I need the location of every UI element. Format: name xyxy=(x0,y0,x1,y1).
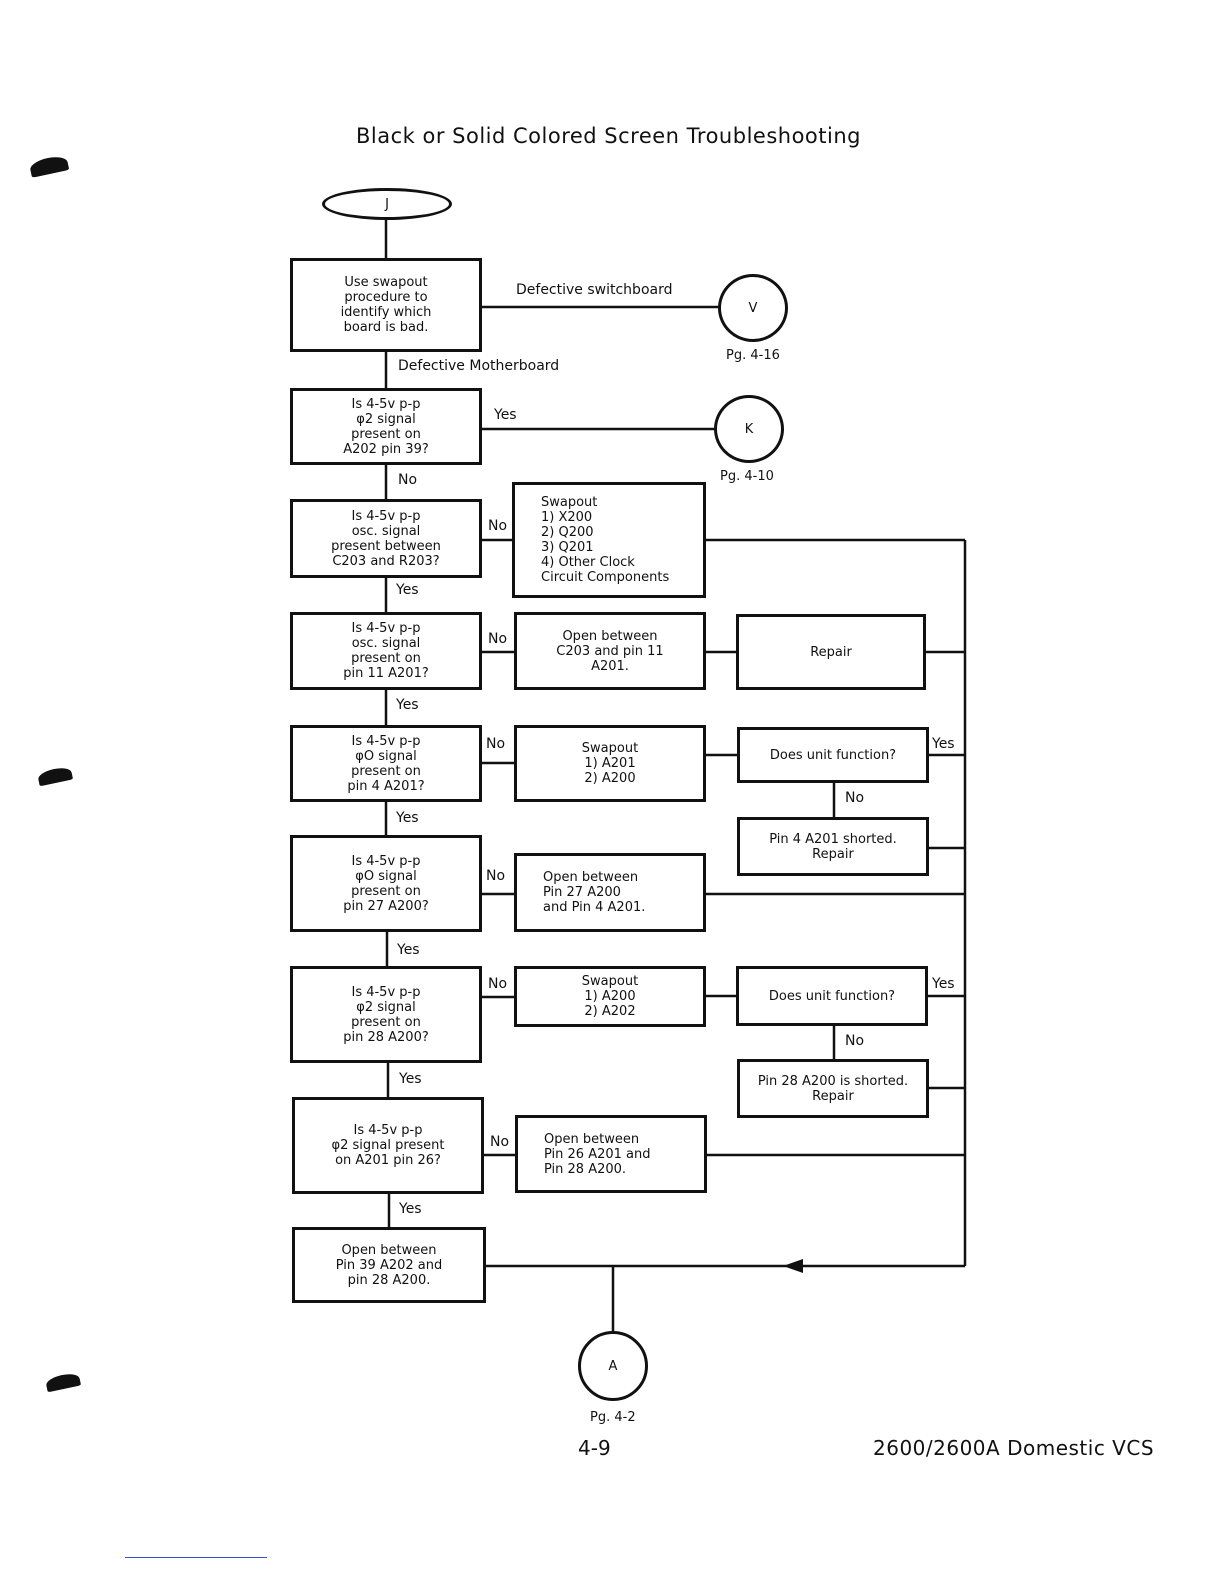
box-open-pin26-pin28: Open between Pin 26 A201 and Pin 28 A200… xyxy=(515,1115,707,1193)
label-no-q4: No xyxy=(486,736,506,752)
box-swapout-clock: Swapout 1) X200 2) Q200 3) Q201 4) Other… xyxy=(512,482,706,598)
label-no-q2: No xyxy=(488,518,508,534)
connector-v: V xyxy=(718,274,788,342)
box-open-c203-pin11: Open between C203 and pin 11 A201. xyxy=(514,612,706,690)
label-no-d1: No xyxy=(845,790,865,806)
page-title: Black or Solid Colored Screen Troublesho… xyxy=(356,124,861,148)
box-q-a201-pin26: Is 4-5v p-p φ2 signal present on A201 pi… xyxy=(292,1097,484,1194)
box-q-pin4-a201: Is 4-5v p-p φO signal present on pin 4 A… xyxy=(290,725,482,802)
box-open-pin27-pin4: Open between Pin 27 A200 and Pin 4 A201. xyxy=(514,853,706,932)
label-yes-q7: Yes xyxy=(399,1201,422,1217)
connector-a-page: Pg. 4-2 xyxy=(590,1410,636,1425)
label-yes-q1: Yes xyxy=(494,407,517,423)
box-q-pin28-a200: Is 4-5v p-p φ2 signal present on pin 28 … xyxy=(290,966,482,1063)
label-yes-q2: Yes xyxy=(396,582,419,598)
connector-k-page: Pg. 4-10 xyxy=(720,469,774,484)
box-does-unit-function-1: Does unit function? xyxy=(737,727,929,783)
label-no-q1: No xyxy=(398,472,418,488)
box-q-pin27-a200: Is 4-5v p-p φO signal present on pin 27 … xyxy=(290,835,482,932)
box-pin28-shorted: Pin 28 A200 is shorted. Repair xyxy=(737,1059,929,1118)
label-yes-q4: Yes xyxy=(396,810,419,826)
label-defective-motherboard: Defective Motherboard xyxy=(398,358,560,374)
connector-k: K xyxy=(714,395,784,463)
box-swapout-a200-a202: Swapout 1) A200 2) A202 xyxy=(514,966,706,1027)
label-yes-d2: Yes xyxy=(932,976,955,992)
connector-a: A xyxy=(578,1331,648,1401)
page-number: 4-9 xyxy=(578,1436,611,1460)
box-swapout-a201-a200: Swapout 1) A201 2) A200 xyxy=(514,725,706,802)
box-pin4-shorted: Pin 4 A201 shorted. Repair xyxy=(737,817,929,876)
start-terminal: J xyxy=(322,188,452,220)
connector-k-letter: K xyxy=(744,421,754,437)
connector-a-letter: A xyxy=(608,1358,618,1374)
label-yes-d1: Yes xyxy=(932,736,955,752)
footer-rule xyxy=(125,1557,267,1558)
label-no-q3: No xyxy=(488,631,508,647)
label-no-q6: No xyxy=(488,976,508,992)
box-q-osc-c203-r203: Is 4-5v p-p osc. signal present between … xyxy=(290,499,482,578)
label-no-q7: No xyxy=(490,1134,510,1150)
return-arrow-head xyxy=(783,1259,803,1273)
label-yes-q3: Yes xyxy=(396,697,419,713)
label-yes-q6: Yes xyxy=(399,1071,422,1087)
box-q-a202-pin39: Is 4-5v p-p φ2 signal present on A202 pi… xyxy=(290,388,482,465)
label-yes-q5: Yes xyxy=(397,942,420,958)
document-title: 2600/2600A Domestic VCS xyxy=(873,1436,1155,1460)
label-no-d2: No xyxy=(845,1033,865,1049)
box-q-pin11-a201: Is 4-5v p-p osc. signal present on pin 1… xyxy=(290,612,482,690)
connector-v-letter: V xyxy=(748,300,758,316)
label-no-q5: No xyxy=(486,868,506,884)
box-open-pin39-pin28: Open between Pin 39 A202 and pin 28 A200… xyxy=(292,1227,486,1303)
connector-v-page: Pg. 4-16 xyxy=(726,348,780,363)
label-defective-switchboard: Defective switchboard xyxy=(516,282,673,298)
box-does-unit-function-2: Does unit function? xyxy=(736,966,928,1026)
start-terminal-label: J xyxy=(385,196,389,212)
box-repair: Repair xyxy=(736,614,926,690)
box-use-swapout: Use swapout procedure to identify which … xyxy=(290,258,482,352)
